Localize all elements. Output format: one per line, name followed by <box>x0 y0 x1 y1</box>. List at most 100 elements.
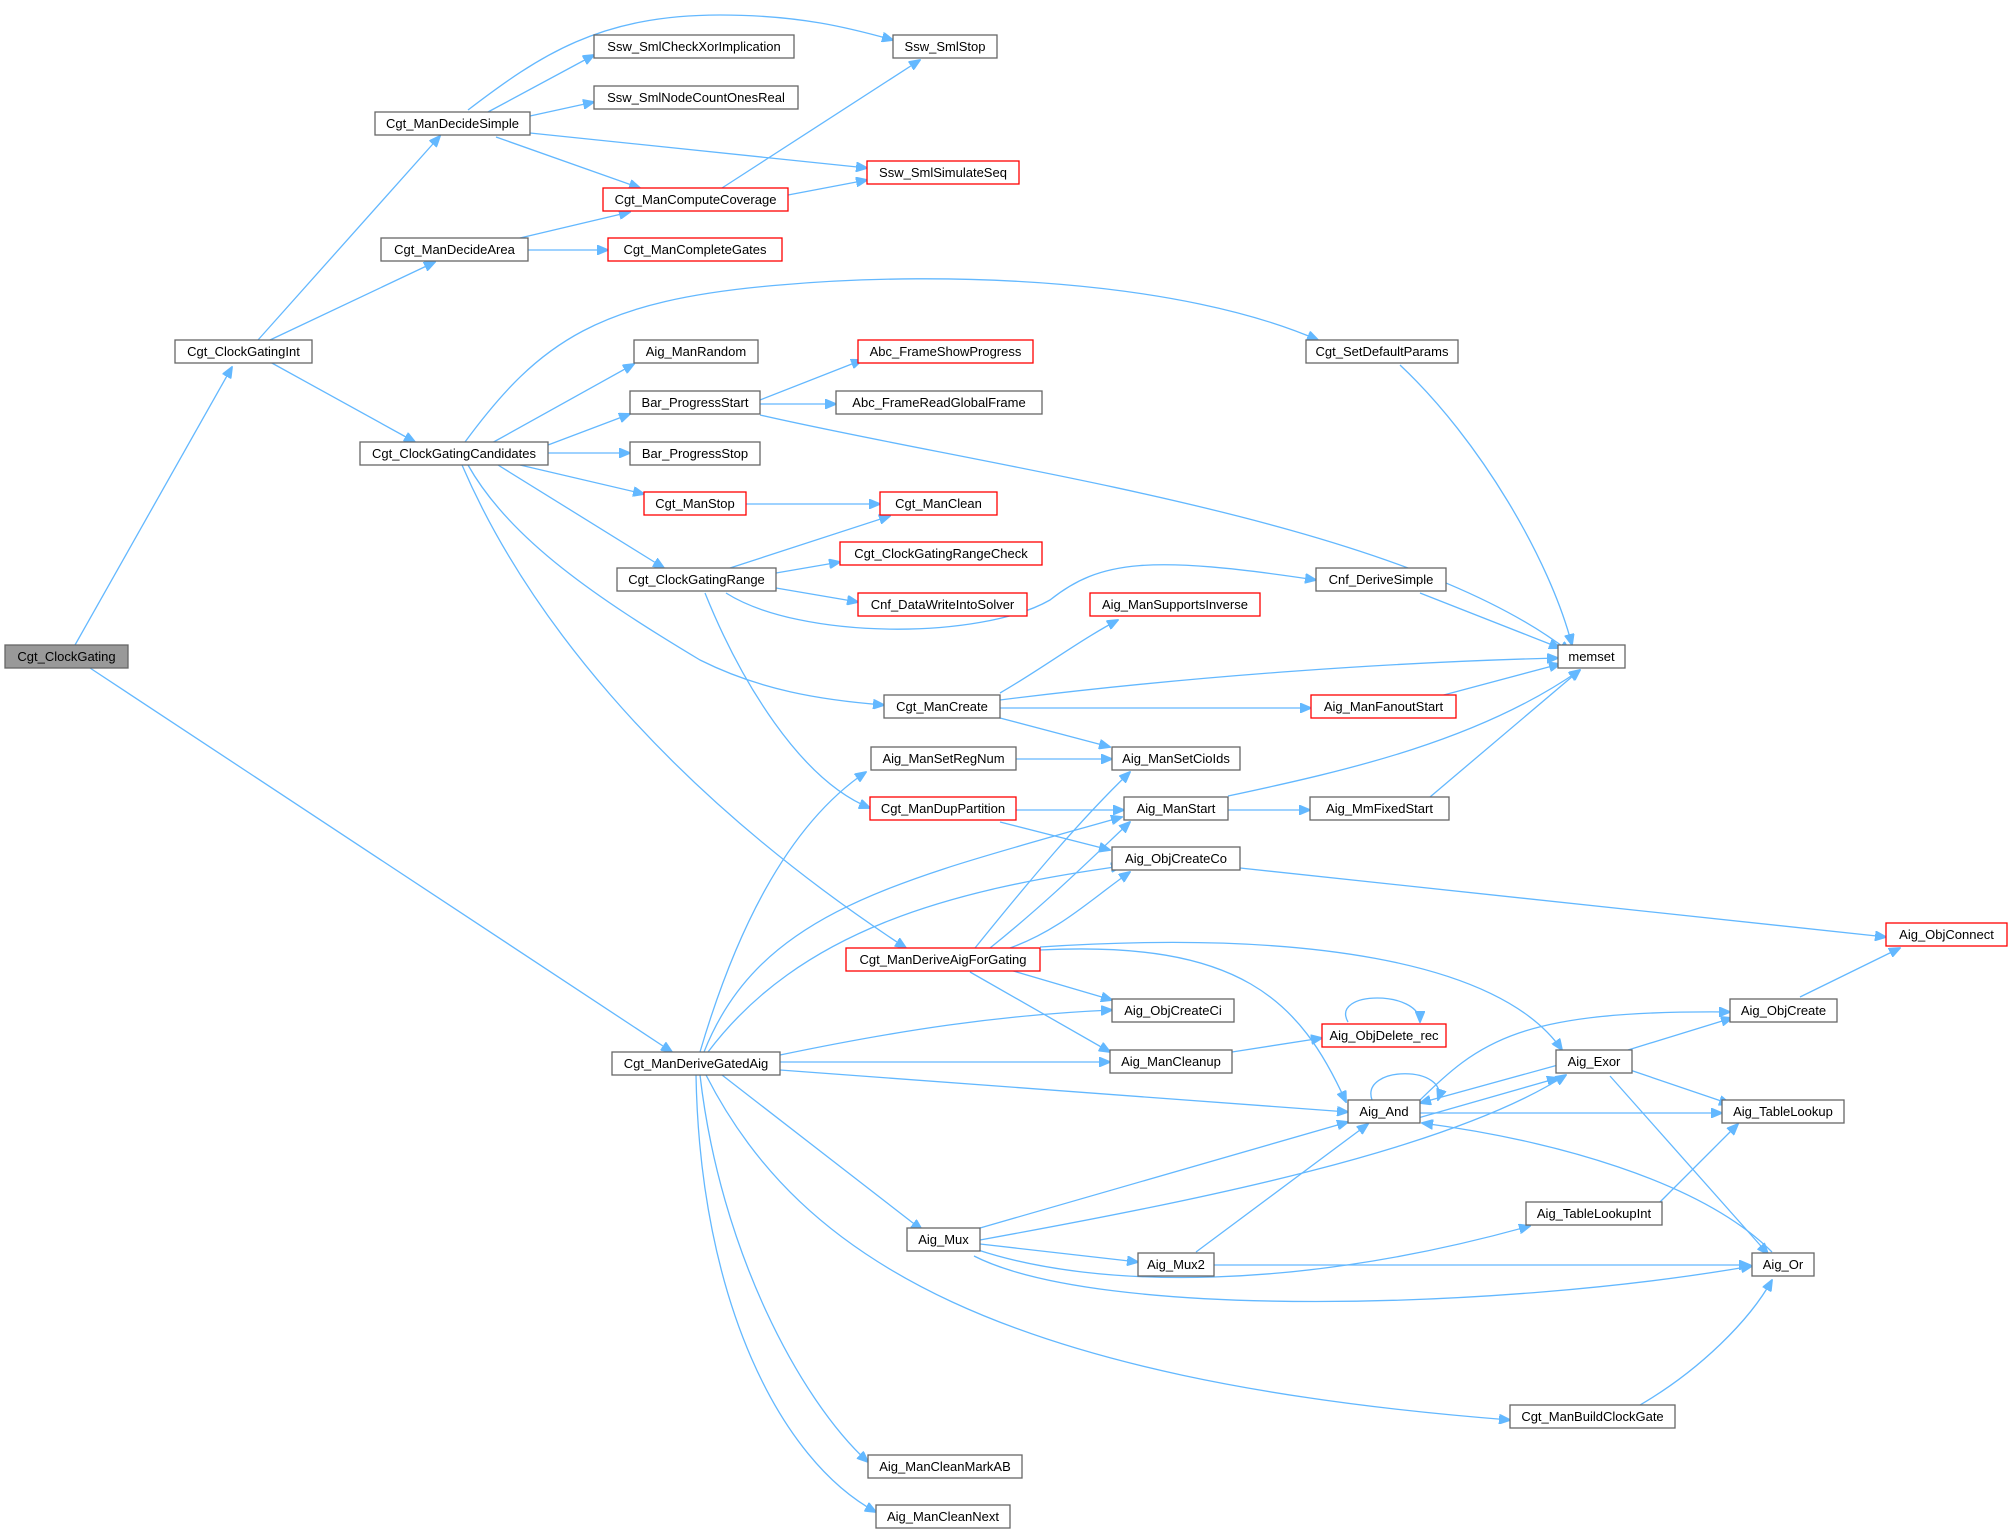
edge-objcreate-to-objconnect <box>1799 948 1900 998</box>
node-aig-objcreateco[interactable]: Aig_ObjCreateCo <box>1111 846 1241 871</box>
edge-mmfixedstart-to-memset <box>1429 670 1580 798</box>
edge-cgcandidates-to-derivegating <box>461 464 906 948</box>
node-cgt-completegates[interactable]: Cgt_ManCompleteGates <box>607 237 783 262</box>
node-abc-showprogress[interactable]: Abc_FrameShowProgress <box>857 339 1034 364</box>
edge-derivegating-to-exor <box>1039 941 1562 1050</box>
edge-and-to-exor <box>1417 1078 1558 1119</box>
node-ssw-simulate[interactable]: Ssw_SmlSimulateSeq <box>866 160 1020 185</box>
node-cgt-clockgating[interactable]: Cgt_ClockGating <box>4 644 129 669</box>
edge-exor-to-tablelookup <box>1629 1069 1730 1104</box>
edge-tablelookupint-to-tablelookup <box>1659 1124 1738 1203</box>
node-cgt-buildclockgate[interactable]: Cgt_ManBuildClockGate <box>1509 1404 1676 1429</box>
edge-clockgatingint-to-decidesimple <box>257 136 440 341</box>
node-aig-tablelookupint[interactable]: Aig_TableLookupInt <box>1525 1201 1663 1226</box>
edge-manstart-to-memset <box>1227 670 1580 797</box>
edge-mancreate-to-supportsinverse <box>999 620 1118 694</box>
node-aig-manstart[interactable]: Aig_ManStart <box>1123 796 1229 821</box>
svg-text:Aig_Exor: Aig_Exor <box>1568 1054 1621 1069</box>
edge-mux-to-exor <box>979 1075 1566 1241</box>
edge-derivegating-to-mancleanup <box>969 971 1110 1052</box>
node-aig-objcreateci[interactable]: Aig_ObjCreateCi <box>1111 998 1235 1023</box>
node-cgt-decidesimple[interactable]: Cgt_ManDecideSimple <box>374 111 531 136</box>
svg-text:Cgt_ManCompleteGates: Cgt_ManCompleteGates <box>623 242 767 257</box>
edge-exor-to-or <box>1609 1075 1768 1254</box>
edge-and-to-objcreate <box>1415 1012 1730 1105</box>
svg-text:Cgt_ManComputeCoverage: Cgt_ManComputeCoverage <box>615 192 777 207</box>
node-aig-setregnum[interactable]: Aig_ManSetRegNum <box>870 746 1017 771</box>
edge-derivegating-to-setcioids <box>974 772 1130 949</box>
node-memset[interactable]: memset <box>1557 644 1626 669</box>
node-abc-readglobal[interactable]: Abc_FrameReadGlobalFrame <box>835 390 1043 415</box>
node-cnf-derivesimple[interactable]: Cnf_DeriveSimple <box>1315 567 1447 592</box>
node-cgt-derivegating[interactable]: Cgt_ManDeriveAigForGating <box>845 947 1041 972</box>
node-cgt-cgrange[interactable]: Cgt_ClockGatingRange <box>616 567 777 592</box>
edge-decidesimple-to-coverage <box>495 136 640 188</box>
edge-mux-to-tablelookupint <box>979 1243 1138 1262</box>
edge-mux-to-or <box>973 1255 1752 1303</box>
node-aig-objdelete[interactable]: Aig_ObjDelete_rec <box>1321 1023 1447 1048</box>
node-aig-supportsinverse[interactable]: Aig_ManSupportsInverse <box>1089 592 1261 617</box>
svg-text:Cgt_ManDupPartition: Cgt_ManDupPartition <box>881 801 1005 816</box>
node-aig-objcreate[interactable]: Aig_ObjCreate <box>1729 998 1838 1023</box>
node-cgt-clockgatingint[interactable]: Cgt_ClockGatingInt <box>174 339 313 364</box>
svg-text:Cgt_ManDeriveAigForGating: Cgt_ManDeriveAigForGating <box>860 952 1027 967</box>
edge-derivegatedaig-to-cleannext <box>695 1074 876 1512</box>
node-cgt-setdefault[interactable]: Cgt_SetDefaultParams <box>1305 339 1459 364</box>
node-aig-tablelookup[interactable]: Aig_TableLookup <box>1721 1099 1845 1124</box>
node-bar-progressstart[interactable]: Bar_ProgressStart <box>629 390 761 415</box>
node-aig-mmfixedstart[interactable]: Aig_MmFixedStart <box>1309 796 1450 821</box>
node-aig-and[interactable]: Aig_And <box>1347 1099 1421 1124</box>
edge-cgcandidates-to-cgrange <box>497 464 664 568</box>
svg-text:Aig_ManSupportsInverse: Aig_ManSupportsInverse <box>1102 597 1248 612</box>
edge-cgrange-to-manclean <box>729 516 890 569</box>
node-aig-setcioids[interactable]: Aig_ManSetCioIds <box>1111 746 1241 771</box>
edge-fanoutstart-to-memset <box>1439 664 1560 697</box>
node-cgt-derivegatedaig[interactable]: Cgt_ManDeriveGatedAig <box>611 1051 781 1076</box>
node-aig-objconnect[interactable]: Aig_ObjConnect <box>1885 922 2008 947</box>
svg-text:Aig_ManSetCioIds: Aig_ManSetCioIds <box>1122 751 1230 766</box>
node-aig-exor[interactable]: Aig_Exor <box>1555 1049 1633 1074</box>
edge-cgrange-to-rangecheck <box>775 562 840 574</box>
edge-mancreate-to-memset <box>999 658 1558 701</box>
node-cgt-manstop[interactable]: Cgt_ManStop <box>643 491 747 516</box>
node-cgt-coverage[interactable]: Cgt_ManComputeCoverage <box>602 187 789 212</box>
edge-derivegatedaig-to-buildclockgate <box>705 1074 1510 1420</box>
node-ssw-checkxor[interactable]: Ssw_SmlCheckXorImplication <box>593 34 795 59</box>
edge-clockgating-to-derivegatedaig <box>89 667 672 1052</box>
node-aig-mancleanup[interactable]: Aig_ManCleanup <box>1109 1049 1233 1074</box>
node-bar-progressstop[interactable]: Bar_ProgressStop <box>629 441 761 466</box>
node-cnf-writesolver[interactable]: Cnf_DataWriteIntoSolver <box>857 592 1028 617</box>
svg-text:Cnf_DeriveSimple: Cnf_DeriveSimple <box>1329 572 1434 587</box>
edges <box>74 14 1900 1512</box>
edge-derivegatedaig-to-setregnum <box>699 772 866 1053</box>
edge-or-to-and <box>1422 1123 1773 1253</box>
node-aig-fanoutstart[interactable]: Aig_ManFanoutStart <box>1310 694 1457 719</box>
edge-derivegatedaig-to-objcreateci <box>779 1010 1112 1056</box>
edge-cgrange-to-writesolver <box>775 587 858 602</box>
edge-cgcandidates-to-manstop <box>519 464 644 494</box>
node-aig-cleanmarkab[interactable]: Aig_ManCleanMarkAB <box>867 1454 1023 1479</box>
svg-text:Cgt_ManDecideSimple: Cgt_ManDecideSimple <box>386 116 519 131</box>
node-aig-manrandom[interactable]: Aig_ManRandom <box>633 339 759 364</box>
node-aig-or[interactable]: Aig_Or <box>1751 1252 1815 1277</box>
node-cgt-duppartition[interactable]: Cgt_ManDupPartition <box>869 796 1017 821</box>
node-cgt-cgcandidates[interactable]: Cgt_ClockGatingCandidates <box>359 441 549 466</box>
svg-text:Ssw_SmlCheckXorImplication: Ssw_SmlCheckXorImplication <box>607 39 780 54</box>
node-cgt-rangecheck[interactable]: Cgt_ClockGatingRangeCheck <box>839 541 1043 566</box>
node-aig-mux[interactable]: Aig_Mux <box>906 1227 981 1252</box>
edge-derivegating-to-objcreateco <box>1009 872 1130 949</box>
node-ssw-stop[interactable]: Ssw_SmlStop <box>892 34 998 59</box>
edge-mux-to-mux2 <box>977 1226 1530 1279</box>
node-aig-cleannext[interactable]: Aig_ManCleanNext <box>875 1504 1011 1529</box>
svg-text:Aig_ManCleanMarkAB: Aig_ManCleanMarkAB <box>879 1459 1011 1474</box>
node-cgt-mancreate[interactable]: Cgt_ManCreate <box>883 694 1001 719</box>
edge-derivegatedaig-to-manstart <box>703 817 1122 1053</box>
node-cgt-manclean[interactable]: Cgt_ManClean <box>879 491 998 516</box>
svg-text:Aig_ManSetRegNum: Aig_ManSetRegNum <box>882 751 1004 766</box>
node-ssw-nodecount[interactable]: Ssw_SmlNodeCountOnesReal <box>593 85 799 110</box>
node-aig-mux2[interactable]: Aig_Mux2 <box>1137 1252 1215 1277</box>
edge-derivegatedaig-to-cleanmarkab <box>699 1074 868 1462</box>
node-cgt-decidearea[interactable]: Cgt_ManDecideArea <box>380 237 529 262</box>
edge-cgrange-to-duppartition <box>704 592 870 808</box>
